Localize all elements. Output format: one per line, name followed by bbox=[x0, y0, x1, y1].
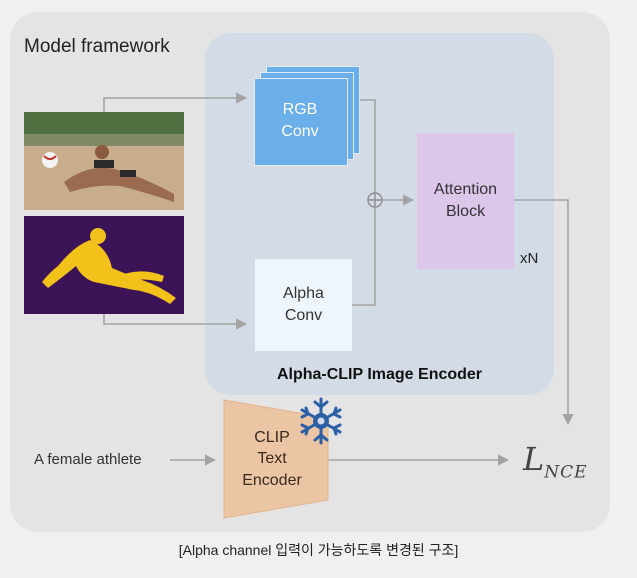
loss-subscript: NCE bbox=[544, 462, 588, 483]
attention-block bbox=[417, 133, 514, 269]
text-encoder-label: CLIP Text Encoder bbox=[242, 428, 302, 489]
figure-caption: [Alpha channel 입력이 가능하도록 변경된 구조] bbox=[178, 542, 459, 558]
snowflake-icon bbox=[300, 397, 342, 445]
input-photo bbox=[24, 112, 184, 210]
alpha-mask-image bbox=[24, 216, 184, 314]
alpha-conv-label: Alpha Conv bbox=[283, 285, 324, 324]
rgb-conv-stack: RGB Conv bbox=[252, 66, 362, 166]
text-encoder-block: CLIP Text Encoder bbox=[222, 398, 332, 520]
repeat-label: xN bbox=[520, 250, 539, 267]
text-prompt: A female athlete bbox=[34, 451, 142, 468]
attention-block-label: Attention Block bbox=[433, 181, 498, 220]
framework-title: Model framework bbox=[24, 36, 170, 57]
image-encoder-label: Alpha-CLIP Image Encoder bbox=[276, 366, 483, 383]
nce-loss-label: LNCE bbox=[523, 440, 588, 482]
rgb-conv-label: RGB Conv bbox=[281, 101, 319, 140]
alpha-conv-block bbox=[255, 259, 352, 351]
rgb-conv-layer bbox=[254, 78, 348, 166]
loss-symbol: L bbox=[523, 440, 545, 478]
